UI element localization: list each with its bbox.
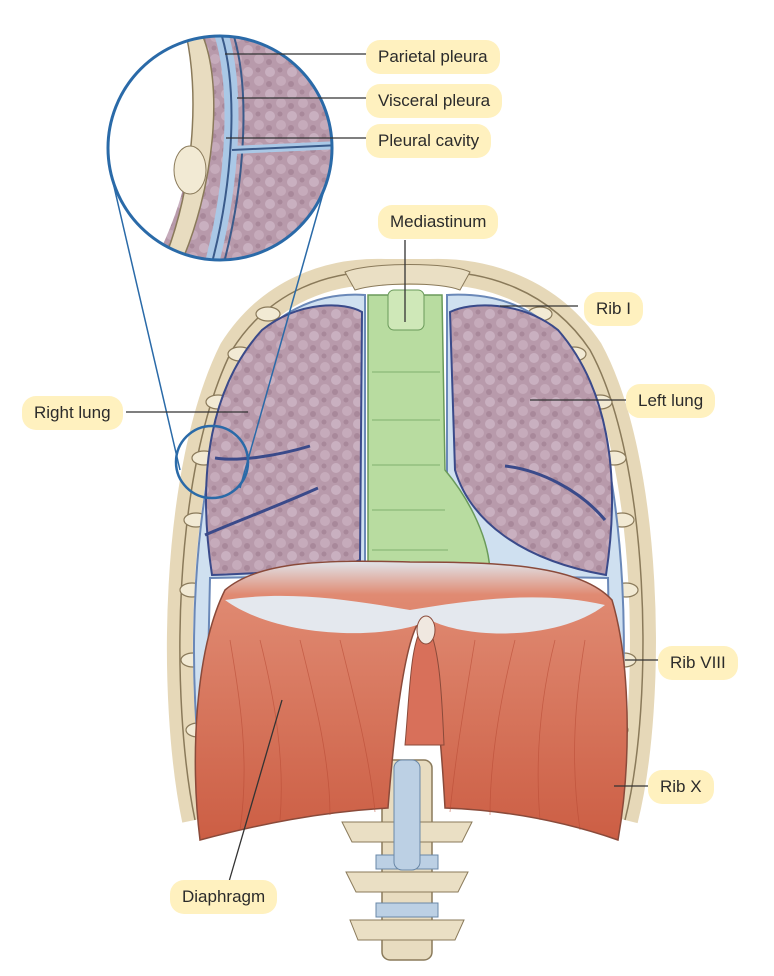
label-rib-viii: Rib VIII	[658, 646, 738, 680]
leader-lines	[126, 53, 660, 886]
vertebral-column	[341, 759, 473, 961]
label-rib-i: Rib I	[584, 292, 643, 326]
label-pleural-cavity: Pleural cavity	[366, 124, 492, 158]
label-left-lung: Left lung	[626, 384, 716, 418]
label-right-lung: Right lung	[22, 396, 123, 430]
label-visceral-pleura: Visceral pleura	[366, 84, 503, 118]
label-parietal-pleura: Parietal pleura	[366, 40, 500, 74]
label-diaphragm: Diaphragm	[170, 880, 278, 914]
mediastinum-region	[367, 289, 491, 576]
label-rib-x: Rib X	[648, 770, 714, 804]
diaphragm-muscle	[194, 560, 628, 841]
label-mediastinum: Mediastinum	[378, 205, 499, 239]
left-lung	[448, 304, 613, 577]
